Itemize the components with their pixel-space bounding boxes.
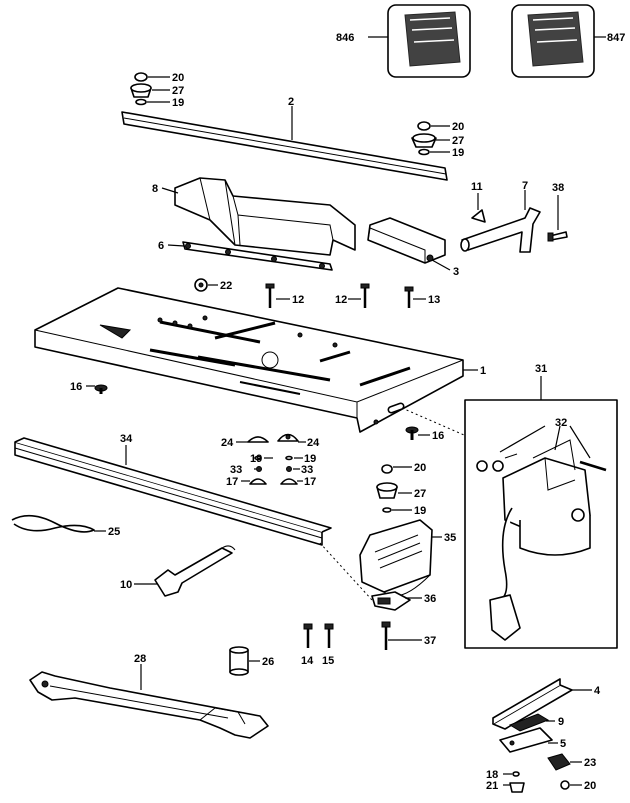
screw-15 <box>324 623 334 648</box>
rod-7 <box>460 207 541 253</box>
plate-9 <box>508 713 550 732</box>
label-32: 32 <box>555 417 567 429</box>
label-12b: 12 <box>335 294 347 306</box>
label-26: 26 <box>262 656 274 668</box>
label-12a: 12 <box>292 294 304 306</box>
motor-assembly-31 <box>464 399 618 649</box>
fence-34 <box>14 437 332 546</box>
label-20d: 20 <box>584 780 596 792</box>
label-17a: 17 <box>226 476 238 488</box>
label-28: 28 <box>134 653 146 665</box>
label-31: 31 <box>535 363 547 375</box>
label-3: 3 <box>453 266 459 278</box>
handle-28 <box>29 671 269 739</box>
label-36: 36 <box>424 593 436 605</box>
label-20c: 20 <box>414 462 426 474</box>
dust-chute-8 <box>174 177 356 256</box>
cable-tie-25 <box>11 514 95 533</box>
label-27b: 27 <box>452 135 464 147</box>
knob-21 <box>509 782 525 793</box>
table-top-1 <box>34 287 464 433</box>
label-16b: 16 <box>432 430 444 442</box>
label-25: 25 <box>108 526 120 538</box>
label-19a: 19 <box>172 97 184 109</box>
knob-stack-right <box>411 121 437 156</box>
knob-stack-left <box>130 72 152 106</box>
label-17b: 17 <box>304 476 316 488</box>
label-20b: 20 <box>452 121 464 133</box>
label-10: 10 <box>120 579 132 591</box>
label-16a: 16 <box>70 381 82 393</box>
bracket-5 <box>499 727 553 753</box>
screw-16b <box>405 426 419 440</box>
slide-6 <box>182 241 333 271</box>
label-4: 4 <box>594 685 601 697</box>
rail-2 <box>121 111 448 181</box>
screw-38 <box>547 231 568 242</box>
label-20a: 20 <box>172 72 184 84</box>
label-24a: 24 <box>221 437 234 449</box>
label-21: 21 <box>486 780 498 792</box>
label-8: 8 <box>152 183 158 195</box>
label-27a: 27 <box>172 85 184 97</box>
bushing-26 <box>229 646 249 676</box>
label-18: 18 <box>486 769 498 781</box>
label-9: 9 <box>558 716 564 728</box>
label-846: 846 <box>336 32 354 44</box>
nut-20 <box>560 780 570 790</box>
knob-stack-center <box>376 464 398 513</box>
label-35: 35 <box>444 532 456 544</box>
parts-bag-846 <box>387 4 471 78</box>
clip-11 <box>471 209 486 223</box>
miter-gauge-35 <box>359 519 433 597</box>
label-19b: 19 <box>452 147 464 159</box>
label-38: 38 <box>552 182 564 194</box>
screw-12b <box>360 283 370 308</box>
label-33a: 33 <box>230 464 242 476</box>
nut-23 <box>547 753 571 771</box>
label-19c: 19 <box>250 453 262 465</box>
parts-bag-847 <box>511 4 595 78</box>
label-27c: 27 <box>414 488 426 500</box>
label-19d: 19 <box>304 453 316 465</box>
screw-14 <box>303 623 313 648</box>
label-15: 15 <box>322 655 334 667</box>
label-14: 14 <box>301 655 314 667</box>
label-19e: 19 <box>414 505 426 517</box>
screw-16a <box>94 384 108 394</box>
label-5: 5 <box>560 738 566 750</box>
label-33b: 33 <box>301 464 313 476</box>
label-24b: 24 <box>307 437 320 449</box>
washer-18 <box>512 771 520 777</box>
channel-4 <box>492 678 573 730</box>
label-34: 34 <box>120 433 133 445</box>
screw-13 <box>404 286 414 308</box>
knob-22 <box>194 278 208 292</box>
label-7: 7 <box>522 180 528 192</box>
hardware-cluster <box>247 433 299 485</box>
label-11: 11 <box>471 181 483 193</box>
label-13: 13 <box>428 294 440 306</box>
label-23: 23 <box>584 757 596 769</box>
clamp-36 <box>371 591 411 611</box>
label-37: 37 <box>424 635 436 647</box>
bracket-3 <box>367 217 446 264</box>
label-847: 847 <box>607 32 625 44</box>
screw-12a <box>265 283 275 308</box>
label-22: 22 <box>220 280 232 292</box>
label-2: 2 <box>288 96 294 108</box>
label-1: 1 <box>480 365 486 377</box>
label-6: 6 <box>158 240 164 252</box>
wrench-10 <box>154 545 236 597</box>
screw-37 <box>381 621 391 650</box>
